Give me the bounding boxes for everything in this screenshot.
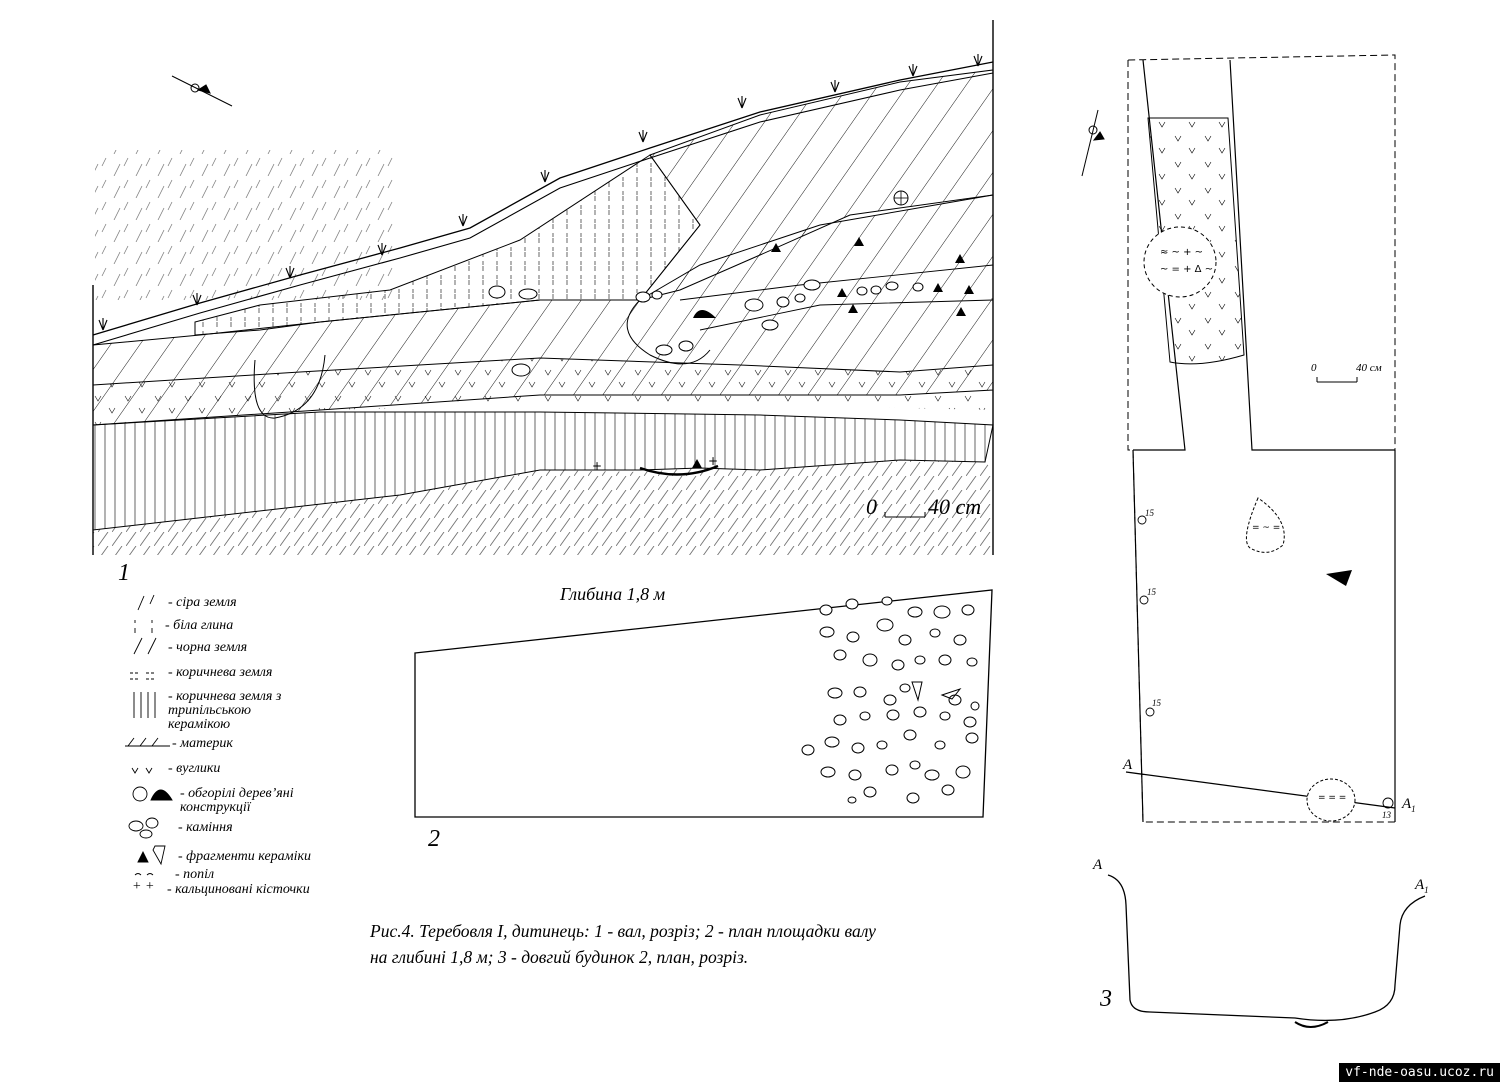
caption-line-1: Рис.4. Теребовля І, дитинець: 1 - вал, р… xyxy=(370,921,876,941)
svg-text:≈ ~ + ~: ≈ ~ + ~ xyxy=(1160,247,1203,258)
section-panel-1: + + xyxy=(92,20,994,555)
svg-text:~ = + Δ ~: ~ = + Δ ~ xyxy=(1160,264,1213,275)
legend-item: - кальциновані кісточки xyxy=(167,882,310,897)
panel-label-2: 2 xyxy=(428,826,440,852)
legend-item: - фрагменти кераміки xyxy=(178,849,312,864)
legend-plus-icon: + + xyxy=(132,879,155,894)
layer-brown xyxy=(93,358,993,425)
legend-item: - коричнева земля з трипільською керамік… xyxy=(168,689,282,732)
svg-text:+: + xyxy=(708,454,718,468)
legend-item: - вуглики xyxy=(168,761,221,776)
layer-black-earth-upper xyxy=(638,69,994,301)
legend-item: - коричнева земля xyxy=(168,665,273,680)
legend-item: - чорна земля xyxy=(168,640,248,655)
svg-text:= ~ =: = ~ = xyxy=(1252,523,1280,533)
panel-label-3: 3 xyxy=(1100,986,1112,1012)
profile-point-a: A xyxy=(1093,857,1103,873)
legend-item: - біла глина xyxy=(165,618,234,633)
pit-mark: 13 xyxy=(1382,810,1391,820)
pit-mark: 15 xyxy=(1145,508,1154,518)
legend-item: - сіра земля xyxy=(168,595,237,610)
legend-item: - каміння xyxy=(178,820,233,835)
legend-item: - материк xyxy=(172,736,233,751)
svg-text:= = =: = = = xyxy=(1318,793,1346,803)
legend-item: - попіл xyxy=(175,867,215,882)
figure-caption: Рис.4. Теребовля І, дитинець: 1 - вал, р… xyxy=(370,918,1030,970)
pit-mark: 15 xyxy=(1152,698,1161,708)
layer-bedrock xyxy=(93,460,993,555)
svg-text:+: + xyxy=(592,459,602,473)
point-a1: A1 xyxy=(1402,796,1416,814)
plan-panel-2 xyxy=(414,589,993,818)
panel-label-1: 1 xyxy=(118,560,130,586)
scale-value-1: 40 cm xyxy=(928,494,982,519)
depth-label: Глибина 1,8 м xyxy=(560,584,666,604)
caption-line-2: на глибині 1,8 м; 3 - довгий будинок 2, … xyxy=(370,947,749,967)
scale-zero-3: 0 xyxy=(1311,362,1317,374)
legend-item: - обгорілі дерев’яні конструкції xyxy=(180,786,294,815)
north-arrow-icon xyxy=(171,75,233,107)
profile-point-a1: A1 xyxy=(1415,877,1429,895)
house-plan-panel-3: ≈ ~ + ~ ~ = + Δ ~ = ~ = = = = xyxy=(1081,54,1426,1028)
north-arrow-icon-2 xyxy=(1081,109,1105,177)
point-a: A xyxy=(1123,757,1133,773)
scale-zero-1: 0 xyxy=(866,494,877,519)
legend-symbols xyxy=(125,594,173,876)
watermark: vf-nde-oasu.ucoz.ru xyxy=(1339,1063,1500,1082)
pit-mark: 15 xyxy=(1147,587,1156,597)
scale-value-3: 40 см xyxy=(1356,362,1382,374)
